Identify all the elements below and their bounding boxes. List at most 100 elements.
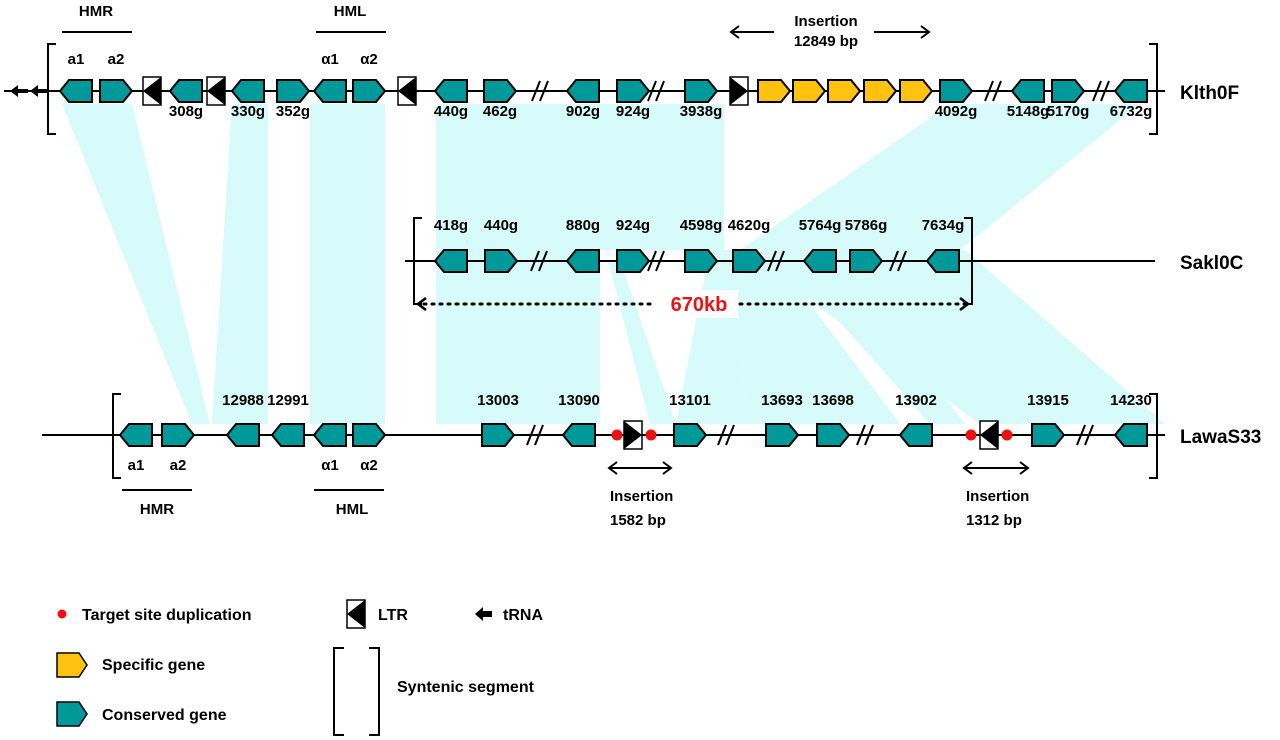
sequence-break-icon <box>647 250 665 272</box>
synteny-band <box>740 104 1140 250</box>
syntenic-bracket <box>1149 393 1158 479</box>
gene-label: 330g <box>231 103 265 120</box>
gene-name-label: a2 <box>170 457 187 474</box>
tsd-icon <box>1001 429 1013 441</box>
tsd-icon <box>611 429 623 441</box>
conserved-gene <box>276 79 311 103</box>
conserved-gene <box>732 249 767 273</box>
conserved-gene <box>483 79 518 103</box>
synteny-shading <box>62 104 1165 424</box>
sequence-break-icon <box>647 80 665 102</box>
gene-name-label: α1 <box>321 51 339 68</box>
gene-label: 12991 <box>267 392 309 409</box>
conserved-gene <box>816 423 851 447</box>
sequence-break-icon <box>1076 424 1094 446</box>
conserved-gene <box>565 249 600 273</box>
synteny-band <box>436 250 482 424</box>
conserved-gene <box>898 423 933 447</box>
gene-label: 352g <box>276 103 310 120</box>
span-label-sakl: 670kb <box>671 294 728 316</box>
ltr-icon <box>979 420 999 450</box>
conserved-gene <box>225 423 260 447</box>
insertion-title-lawa-2: Insertion <box>966 488 1029 505</box>
legend-ltr-icon <box>346 599 366 629</box>
gene-label: 5170g <box>1047 103 1090 120</box>
specific-gene <box>757 79 792 103</box>
insertion-arrow-lawa-1 <box>607 461 673 475</box>
legend-syntenic-bracket-icon <box>333 647 380 736</box>
insertion-size-klth: 12849 bp <box>794 33 858 50</box>
locus-label-hml-top: HML <box>334 3 367 20</box>
legend-specific-icon <box>56 652 88 678</box>
gene-name-label: α1 <box>321 457 339 474</box>
conserved-gene <box>849 249 884 273</box>
conserved-gene <box>161 423 196 447</box>
syntenic-bracket <box>47 43 56 135</box>
insertion-size-lawa-1: 1582 bp <box>610 512 666 529</box>
synteny-band <box>212 104 268 424</box>
syntenic-bracket <box>112 393 121 479</box>
specific-gene <box>792 79 827 103</box>
gene-label: 13698 <box>812 392 854 409</box>
ltr-icon <box>142 76 162 106</box>
specific-gene <box>899 79 934 103</box>
conserved-gene <box>352 423 387 447</box>
gene-label: 7634g <box>922 217 965 234</box>
conserved-gene <box>925 249 960 273</box>
gene-label: 13003 <box>477 392 519 409</box>
conserved-gene <box>312 423 347 447</box>
conserved-gene <box>433 249 468 273</box>
conserved-gene <box>1031 423 1066 447</box>
gene-label: 14230 <box>1110 392 1152 409</box>
gene-label: 4092g <box>935 103 978 120</box>
gene-label: 4620g <box>728 217 771 234</box>
specific-gene <box>863 79 898 103</box>
synteny-band <box>62 104 210 424</box>
conserved-gene <box>230 79 265 103</box>
ltr-icon <box>206 76 226 106</box>
sequence-break-icon <box>889 250 907 272</box>
conserved-gene <box>1113 79 1148 103</box>
locus-label-hml-bottom: HML <box>336 501 369 518</box>
gene-label: 13090 <box>558 392 600 409</box>
conserved-gene <box>684 249 719 273</box>
legend-tsd-icon <box>57 609 67 619</box>
sequence-break-icon <box>1092 80 1110 102</box>
gene-label: 5786g <box>845 217 888 234</box>
chromosome-label-sakl: Sakl0C <box>1180 253 1244 274</box>
gene-label: 440g <box>434 103 468 120</box>
conserved-gene <box>565 79 600 103</box>
legend-syntenic-label: Syntenic segment <box>397 679 535 696</box>
conserved-gene <box>684 79 719 103</box>
conserved-gene <box>802 249 837 273</box>
locus-label-hmr-top: HMR <box>79 3 113 20</box>
tsd-icon <box>965 429 977 441</box>
gene-name-label: α2 <box>360 457 378 474</box>
gene-label: 3938g <box>680 103 723 120</box>
gene-label: 6732g <box>1110 103 1153 120</box>
ltr-icon <box>729 76 749 106</box>
synteny-band <box>740 250 900 424</box>
sequence-break-icon <box>856 424 874 446</box>
conserved-gene <box>270 423 305 447</box>
gene-label: 902g <box>566 103 600 120</box>
gene-label: 4598g <box>680 217 723 234</box>
span-arrow-sakl <box>415 297 971 311</box>
insertion-size-lawa-2: 1312 bp <box>966 512 1022 529</box>
synteny-band <box>608 260 676 424</box>
gene-label: 440g <box>484 217 518 234</box>
gene-name-label: a2 <box>108 51 125 68</box>
conserved-gene <box>484 249 519 273</box>
chromosome-label-klth: Klth0F <box>1180 83 1239 104</box>
synteny-band <box>640 104 724 250</box>
synteny-band <box>776 250 965 424</box>
sequence-break-icon <box>531 80 549 102</box>
insertion-arrow-left <box>729 25 774 39</box>
insertion-arrow-lawa-2 <box>962 461 1030 475</box>
gene-label: 418g <box>434 217 468 234</box>
sequence-break-icon <box>984 80 1002 102</box>
locus-label-hmr-bottom: HMR <box>140 501 174 518</box>
conserved-gene <box>765 423 800 447</box>
ltr-icon <box>397 76 417 106</box>
